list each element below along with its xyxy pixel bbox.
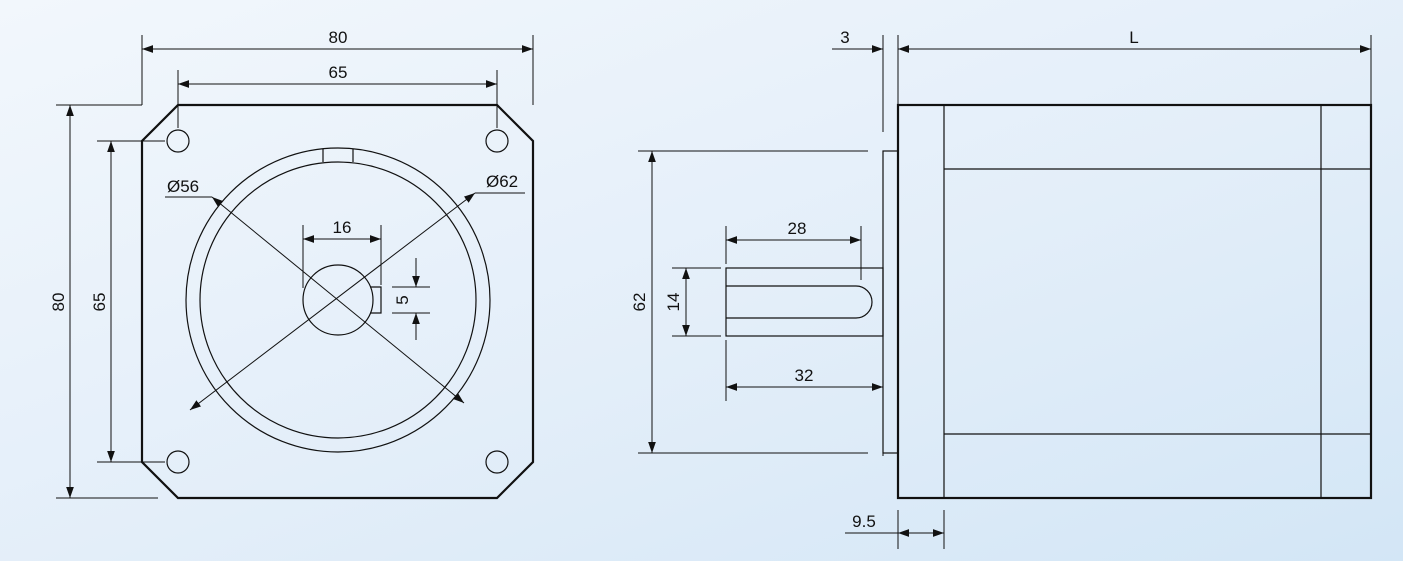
dim-shaft-bore: 16 bbox=[333, 218, 352, 237]
motor-body bbox=[896, 103, 1373, 500]
dim-outer-width: 80 bbox=[329, 28, 348, 47]
flange-outline bbox=[140, 103, 535, 500]
dim-diameter-inner: Ø56 bbox=[167, 177, 199, 196]
top-notch bbox=[322, 149, 354, 162]
dim-keyway: 5 bbox=[393, 295, 412, 304]
mounting-hole-top-left bbox=[166, 129, 190, 153]
dim-line-diameter-outer bbox=[189, 192, 476, 411]
dim-pilot-diameter: 62 bbox=[630, 293, 649, 312]
dim-diameter-outer: Ø62 bbox=[486, 172, 518, 191]
dim-hole-spacing-h: 65 bbox=[329, 63, 348, 82]
dim-shaft-diameter: 14 bbox=[664, 293, 683, 312]
dim-outer-height: 80 bbox=[49, 293, 68, 312]
body-internal-lines bbox=[943, 105, 1371, 498]
dim-flange-offset: 3 bbox=[840, 28, 849, 47]
dim-flange-thickness: 9.5 bbox=[852, 512, 876, 531]
shaft bbox=[725, 267, 884, 337]
dim-key-length: 28 bbox=[788, 219, 807, 238]
dim-shaft-length: 32 bbox=[795, 366, 814, 385]
side-view: 3 L 62 14 28 32 9.5 bbox=[630, 28, 1373, 549]
mounting-hole-bottom-left bbox=[166, 450, 190, 474]
pilot-circle-outer bbox=[185, 147, 491, 453]
front-view: 80 65 80 65 Ø56 Ø62 16 5 bbox=[49, 28, 535, 500]
mounting-hole-bottom-right bbox=[485, 450, 509, 474]
mounting-hole-top-right bbox=[485, 129, 509, 153]
dim-hole-spacing-v: 65 bbox=[90, 293, 109, 312]
pilot-boss bbox=[882, 150, 899, 454]
shaft-key bbox=[726, 285, 873, 319]
dim-body-length: L bbox=[1129, 28, 1138, 47]
